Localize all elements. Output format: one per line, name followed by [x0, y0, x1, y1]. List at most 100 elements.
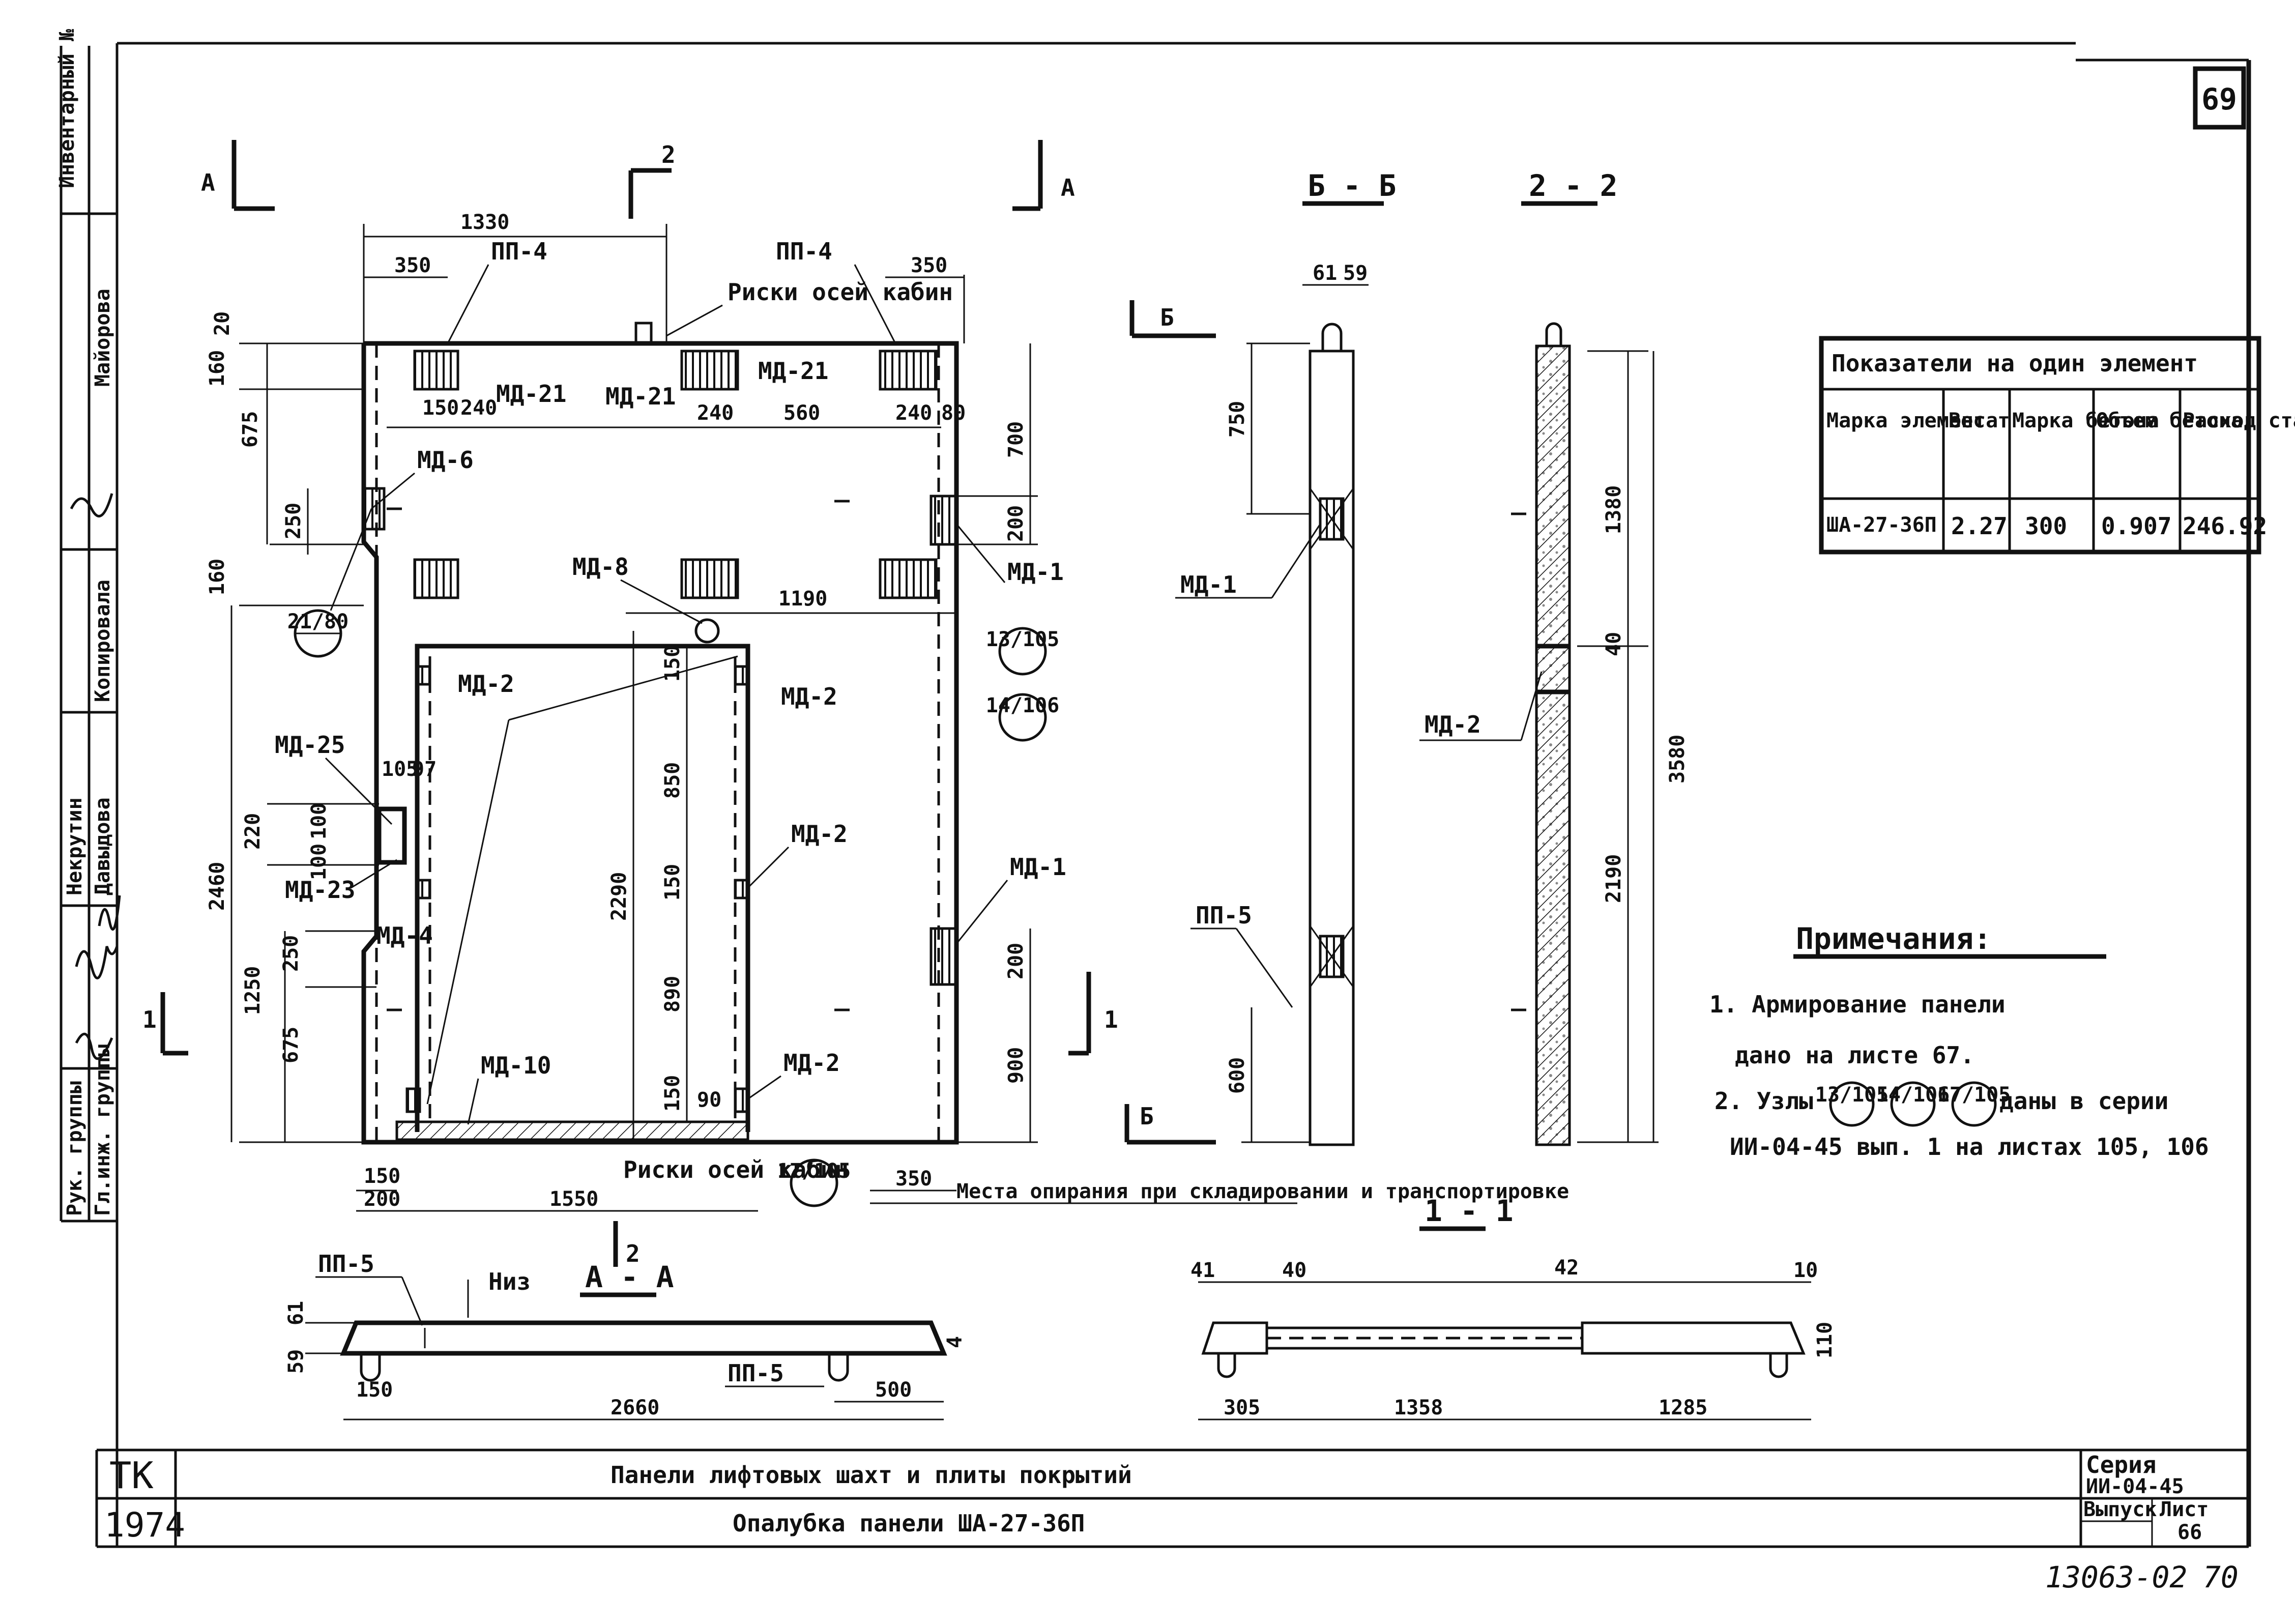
section-aa-title: А - А: [585, 1260, 674, 1294]
notes-node2: 14/106: [1876, 1083, 1950, 1107]
s11-dim-1285: 1285: [1659, 1396, 1707, 1419]
s22-dim-1380: 1380: [1602, 485, 1625, 534]
label-md2-right: МД-2: [781, 683, 837, 710]
title-org: ТК: [109, 1454, 154, 1497]
dim-160-top: 160: [206, 350, 229, 387]
dim-1330: 1330: [460, 211, 509, 234]
table-cell-volume: 0.907: [2101, 512, 2171, 540]
dim-240-a: 240: [460, 396, 497, 420]
sheet-number-box: 69: [2193, 66, 2246, 130]
table-col-2: Вес т: [1949, 409, 2010, 432]
signature-4: [75, 1032, 113, 1060]
dim-675-top: 675: [239, 411, 262, 448]
section-22: 2 - 2 1380 40 2190 3580 МД-2: [1419, 168, 1689, 1146]
title-sheet-label: Лист: [2160, 1498, 2209, 1521]
notes-node1: 13/105: [1815, 1083, 1889, 1107]
title-sub: Опалубка панели ША-27-36П: [733, 1510, 1085, 1537]
section-11-title: 1 - 1: [1425, 1194, 1514, 1228]
dim-240-b: 240: [697, 401, 734, 425]
label-md4: МД-4: [376, 922, 433, 949]
label-md21-right: МД-21: [758, 357, 828, 385]
label-support-places: Места опирания при складировании и транс…: [956, 1180, 1569, 1203]
stamp-checked: Копировала: [91, 579, 114, 702]
cut-1-left: 1: [142, 1006, 157, 1033]
dim-850: 850: [661, 762, 684, 799]
notes: Примечания: 1. Армирование панели дано н…: [1709, 921, 2209, 1161]
bb-dim-61: 61: [1313, 262, 1337, 285]
dim-240-c: 240: [895, 401, 932, 425]
dim-1250: 1250: [241, 966, 265, 1015]
dim-80: 80: [941, 401, 966, 425]
label-md21-mid: МД-21: [605, 383, 676, 410]
s11-dim-10: 10: [1793, 1259, 1818, 1282]
aa-dim-500: 500: [875, 1378, 912, 1402]
aa-dim-150: 150: [356, 1378, 393, 1402]
node-13-105: 13/105: [986, 628, 1060, 651]
notes-title: Примечания:: [1796, 921, 1991, 956]
stamp-engineer: Некрутин: [63, 797, 86, 895]
title-year: 1974: [104, 1505, 185, 1545]
label-md6: МД-6: [417, 446, 474, 474]
bb-label-md1: МД-1: [1180, 571, 1237, 598]
dim-350-right: 350: [911, 254, 947, 277]
dim-200-top: 200: [1004, 505, 1028, 542]
dim-250-low: 250: [279, 935, 303, 972]
stamp-inventory: Инвентарный №: [55, 29, 79, 188]
dim-220: 220: [241, 813, 265, 850]
stamp-group-lead: Рук. группы: [63, 1081, 86, 1216]
aa-label-pp5-left: ПП-5: [318, 1250, 374, 1278]
dim-150-bottom: 150: [364, 1165, 400, 1188]
section-22-title: 2 - 2: [1529, 168, 1618, 203]
table-cell-mark: ША-27-36П: [1826, 513, 1937, 537]
page-number: 70: [2203, 1560, 2239, 1594]
label-pp4-left: ПП-4: [491, 238, 547, 265]
dim-100-b: 100: [307, 844, 331, 880]
title-issue-label: Выпуск: [2083, 1498, 2157, 1521]
aa-dim-2660: 2660: [611, 1396, 659, 1419]
s11-dim-40: 40: [1282, 1259, 1306, 1282]
table-cell-concrete: 300: [2025, 512, 2067, 540]
node-17-105: 17/105: [777, 1159, 851, 1183]
label-axis-marks-top: Риски осей кабин: [728, 278, 953, 306]
side-stamp: Инвентарный № Майорова Копировала Некрут…: [55, 29, 121, 1223]
series-code: 13063-02: [2045, 1560, 2187, 1594]
dim-160-mid: 160: [206, 559, 229, 595]
s11-dim-41-a: 41: [1190, 1259, 1215, 1282]
dim-675-low: 675: [279, 1027, 303, 1063]
dim-150: 150: [422, 396, 459, 420]
notes-node3: 17/105: [1937, 1083, 2011, 1107]
table-col-1: Марка элемента: [1826, 409, 1998, 432]
dim-100-a: 100: [307, 803, 331, 839]
signature-2: [75, 946, 119, 979]
cut-b-bottom: Б: [1140, 1103, 1154, 1130]
label-md2-mid: МД-2: [791, 820, 848, 848]
dim-150-door-top: 150: [661, 645, 684, 682]
label-md25: МД-25: [275, 731, 345, 759]
dim-150-door-low: 150: [661, 1075, 684, 1112]
cut-a-right: А: [1061, 174, 1075, 201]
aa-label-pp5-right: ПП-5: [728, 1359, 784, 1387]
aa-dim-61: 61: [284, 1301, 308, 1325]
table-col-5: Расход стали: [2183, 409, 2295, 432]
dim-560: 560: [783, 401, 820, 425]
dim-200-low: 200: [1004, 943, 1028, 979]
notes-line1: 1. Армирование панели: [1709, 991, 2006, 1018]
section-bb-title: Б - Б: [1308, 168, 1397, 203]
dim-350-bottom: 350: [895, 1167, 932, 1191]
dim-700-top: 700: [1004, 421, 1028, 458]
cut-1-right: 1: [1104, 1006, 1118, 1033]
indicators-table: Показатели на один элемент Марка элемент…: [1819, 336, 2295, 555]
table-col-4: Объем бетона: [2096, 409, 2243, 432]
section-bb: Б - Б 61 59 750 600 МД-1 ПП-5: [1175, 168, 1397, 1146]
dim-90: 90: [697, 1088, 721, 1112]
dim-97: 97: [412, 758, 437, 781]
label-md1-low: МД-1: [1010, 853, 1066, 881]
dim-150-door-mid: 150: [661, 864, 684, 901]
dim-890: 890: [661, 976, 684, 1012]
dim-2460: 2460: [206, 862, 229, 911]
section-aa: А - А ПП-5 Низ ПП-5 61 59 150 500 2660 4: [284, 1250, 967, 1420]
table-cell-weight: 2.27: [1951, 512, 2008, 540]
stamp-drawn-by: Майорова: [91, 288, 114, 387]
notes-line3a: 2. Узлы: [1715, 1087, 1813, 1115]
s22-dim-2190: 2190: [1602, 854, 1625, 903]
